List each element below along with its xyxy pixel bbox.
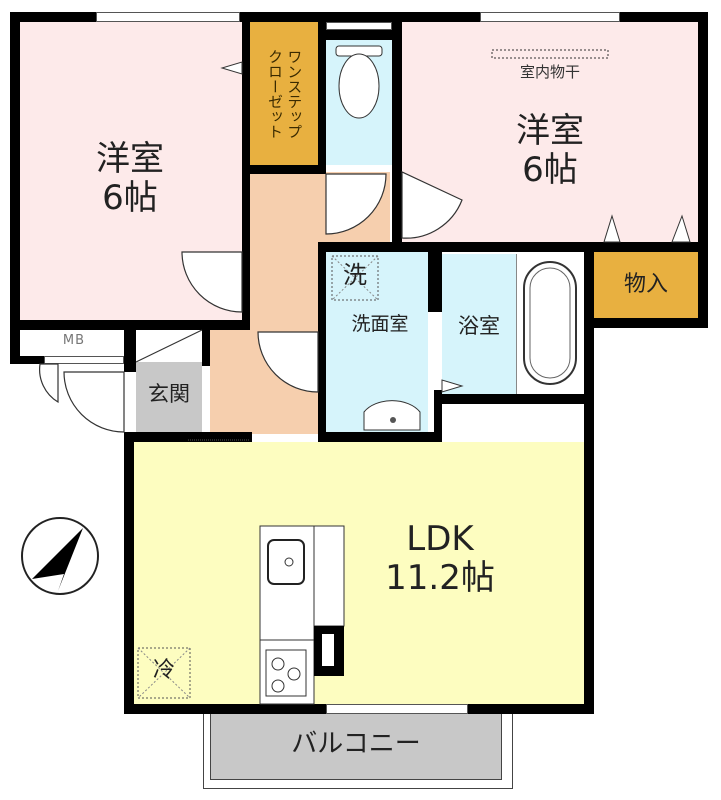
storage-label: 物入 [623, 272, 668, 297]
room-name: 洋室 [516, 111, 584, 151]
washer-mark: 洗 [343, 261, 367, 289]
wall [250, 165, 326, 174]
wall [428, 252, 442, 312]
bathroom-label: 浴室 [458, 314, 500, 338]
wall [10, 12, 706, 22]
western-room-left-label: 洋室 6帖 [60, 139, 200, 219]
wall [242, 12, 250, 330]
wall [318, 242, 326, 442]
wall [468, 704, 594, 714]
wall [584, 242, 594, 712]
wall [124, 432, 252, 442]
wall [318, 242, 708, 252]
window-ldk [326, 704, 468, 714]
room-size: 11.2帖 [385, 558, 495, 599]
window-right-room [480, 12, 620, 22]
wall [202, 320, 210, 366]
balcony-label: バルコニー [291, 729, 421, 759]
room-size: 6帖 [102, 178, 158, 219]
room-size: 6帖 [522, 150, 578, 191]
room-name: 洋室 [96, 139, 164, 179]
room-name: LDK [406, 519, 474, 559]
wall [124, 320, 136, 372]
indoor-drying-label: 室内物干 [519, 63, 580, 81]
ldk-label: LDK 11.2帖 [360, 519, 520, 599]
wall [124, 704, 326, 714]
window-left-room [96, 12, 240, 22]
washroom [326, 252, 428, 432]
window-mb [44, 356, 124, 364]
wall [318, 432, 442, 442]
wall [318, 12, 326, 174]
window-toilet [326, 22, 392, 30]
ldk [134, 442, 586, 706]
storage [594, 252, 698, 318]
closet-label-line2: クローゼット [266, 49, 284, 139]
closet-label-line1: ワンステップ [285, 49, 304, 139]
one-step-closet [250, 22, 318, 165]
fridge-mark: 冷 [152, 658, 175, 683]
wall [434, 390, 442, 442]
western-room-right-label: 洋室 6帖 [480, 111, 620, 191]
wall [698, 12, 708, 328]
wall [10, 12, 20, 364]
closet-label: ワンステップ クローゼット [254, 26, 314, 162]
meter-box [20, 330, 124, 358]
wall [392, 12, 402, 244]
north-arrow-icon [21, 517, 99, 595]
wall [584, 318, 708, 328]
wall [124, 432, 134, 712]
washroom-label: 洗面室 [351, 313, 409, 335]
entrance [136, 362, 202, 434]
wall [326, 30, 392, 40]
wall [10, 356, 44, 364]
entrance-label: 玄関 [148, 382, 190, 406]
balcony [210, 712, 502, 780]
meter-box-label: MB [62, 333, 86, 348]
wall [434, 394, 594, 404]
